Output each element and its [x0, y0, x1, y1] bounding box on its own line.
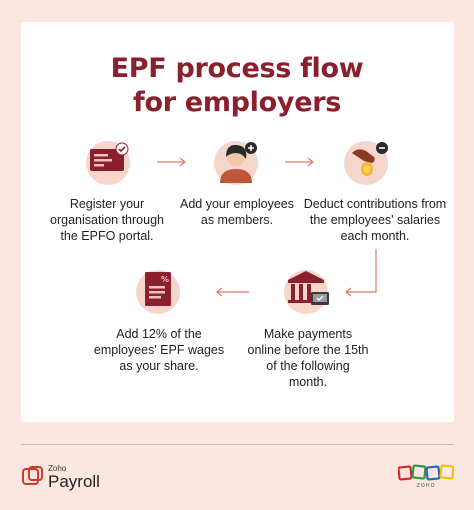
arrow-down-left — [345, 249, 377, 297]
arrow-right-1 — [157, 157, 186, 167]
zoho-logo-icon: ZOHO — [398, 464, 454, 489]
step-1-text: Register your organisation through the E… — [50, 197, 164, 243]
svg-text:%: % — [161, 275, 169, 284]
step-4-text: Make payments online before the 15th of … — [247, 327, 369, 389]
brand-company: Zoho — [48, 464, 67, 473]
arrow-left — [216, 287, 249, 297]
content-card — [21, 22, 454, 422]
add-employee-icon — [214, 141, 258, 185]
footer-divider — [21, 444, 454, 445]
step-2-text: Add your employees as members. — [180, 197, 294, 227]
registration-card-icon — [86, 141, 130, 185]
step-3-text: Deduct contributions from the employees'… — [303, 197, 447, 243]
page-title-line-2: for employers — [133, 87, 341, 118]
brand-product: Payroll — [48, 472, 100, 491]
deduct-coin-icon — [344, 141, 388, 185]
arrow-right-2 — [285, 157, 314, 167]
bank-payment-icon — [284, 270, 329, 314]
svg-text:ZOHO: ZOHO — [416, 483, 435, 489]
step-5-text: Add 12% of the employees' EPF wages as y… — [93, 327, 225, 373]
percent-document-icon: % — [136, 270, 180, 314]
zoho-payroll-logo-icon — [22, 466, 43, 485]
page-title-line-1: EPF process flow — [110, 53, 364, 84]
